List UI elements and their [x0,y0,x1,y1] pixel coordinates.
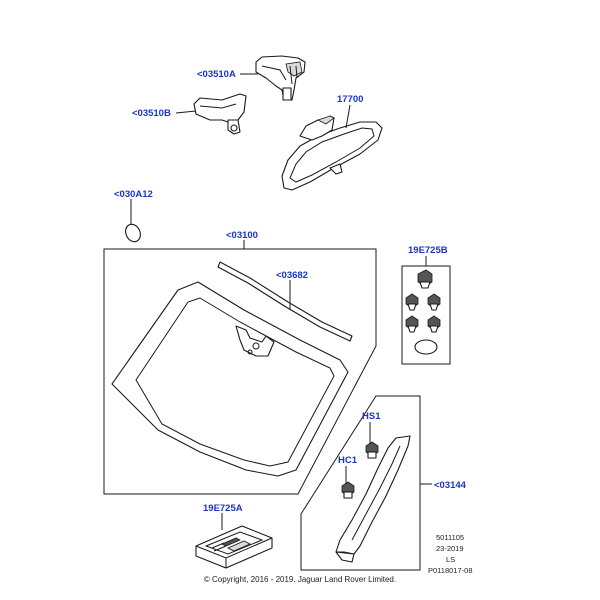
meta-line-1: 5011105 [436,533,464,542]
label-clip-hc1[interactable]: HC1 [338,455,358,466]
repair-kit-part [195,525,273,569]
moulding-part [217,261,353,342]
label-windscreen[interactable]: <03100 [226,230,258,241]
mirror-cover-b-part [193,93,247,135]
label-repair-kit[interactable]: 19E725A [203,503,243,514]
windscreen-glass-part [111,281,349,477]
label-rear-view-mirror[interactable]: 17700 [337,94,363,105]
copyright-notice: © Copyright, 2016 - 2019. Jaguar Land Ro… [204,575,396,584]
clip-kit-contents [405,269,441,355]
mirror-cover-a-part [255,55,306,101]
a-pillar-trim-part [335,435,411,563]
label-moulding[interactable]: <03682 [276,270,308,281]
rear-view-mirror-part [281,115,383,191]
leader-line-mirror-cover-b [175,110,197,114]
clip-hc1-part [341,481,355,499]
leader-line-rear-view-mirror [345,104,351,129]
label-a-pillar-trim[interactable]: <03144 [434,480,467,491]
label-mirror-cover-b[interactable]: <03510B [132,108,171,119]
meta-line-4: P0118017-08 [428,566,472,575]
meta-line-2: 23-2019 [436,544,464,553]
label-clip-kit[interactable]: 19E725B [408,245,448,256]
meta-line-3: LS [446,555,455,564]
label-sensor-pad[interactable]: <030A12 [114,189,153,200]
label-mirror-cover-a[interactable]: <03510A [197,69,236,80]
clip-hs1-part [365,441,379,459]
a-pillar-group-frame [300,395,421,571]
sensor-pad-part [125,223,141,243]
label-clip-hs1[interactable]: HS1 [362,411,381,422]
windscreen-group-frame [103,248,377,495]
